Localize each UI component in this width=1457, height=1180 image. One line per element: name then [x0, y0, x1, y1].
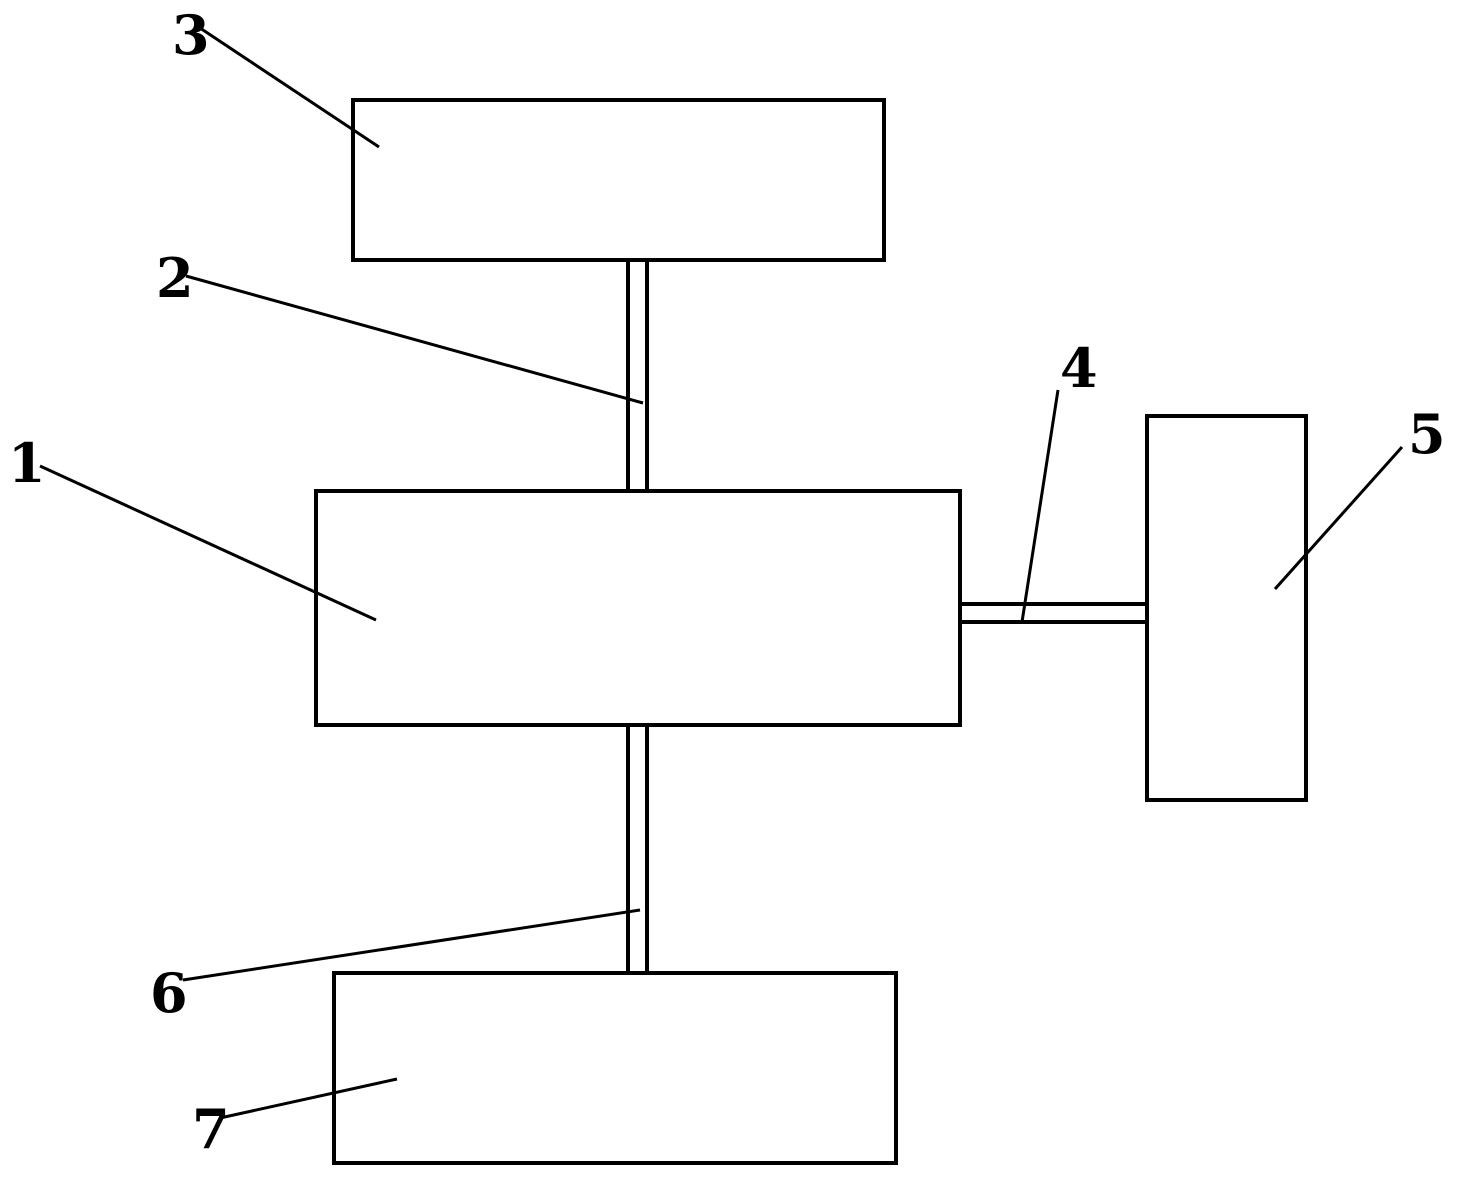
leader-line-3 [199, 26, 380, 149]
label-4: 4 [1060, 336, 1098, 400]
block-5-right [1145, 414, 1308, 802]
label-3: 3 [172, 3, 210, 67]
label-2: 2 [156, 246, 194, 310]
leader-line-6 [182, 908, 641, 982]
connector-2 [626, 260, 649, 491]
block-3-top [351, 98, 886, 262]
leader-line-2 [185, 274, 644, 405]
connector-4 [960, 602, 1147, 624]
block-1-center [314, 489, 962, 727]
label-6: 6 [150, 961, 188, 1025]
leader-line-4 [1020, 389, 1060, 623]
leader-line-5 [1273, 446, 1404, 590]
label-7: 7 [192, 1097, 230, 1161]
leader-line-7 [219, 1077, 398, 1120]
label-1: 1 [8, 431, 46, 495]
block-7-bottom [332, 971, 898, 1165]
label-5: 5 [1408, 402, 1446, 466]
connector-6 [626, 725, 649, 973]
leader-line-1 [39, 464, 377, 622]
